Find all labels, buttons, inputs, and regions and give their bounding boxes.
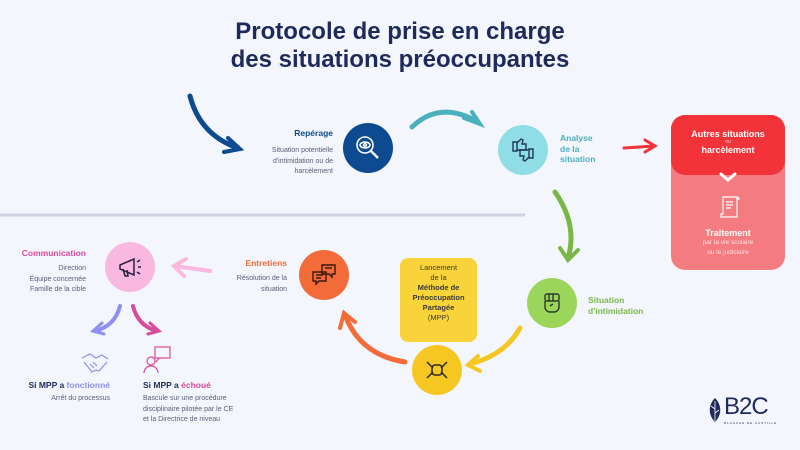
reperage-desc: d'intimidation ou de bbox=[272, 157, 333, 165]
title-line-1: Protocole de prise en charge bbox=[235, 18, 565, 45]
analyse-title: situation bbox=[560, 154, 596, 164]
page-title: Protocole de prise en charge des situati… bbox=[0, 18, 800, 74]
arrow-to-communication bbox=[173, 264, 212, 273]
reperage-title: Repérage bbox=[294, 128, 333, 138]
handshake-icon bbox=[81, 353, 109, 373]
arrow-to-other bbox=[622, 144, 656, 150]
mpp-text: (MPP) bbox=[427, 313, 450, 322]
failure-prefix: Si MPP a bbox=[143, 380, 182, 390]
logo-subtitle: BLANCHE DE CASTILLE bbox=[724, 421, 778, 425]
arrow-to-success bbox=[93, 304, 122, 333]
other-title: Autres situations bbox=[691, 129, 765, 139]
mpp-label: Lancement de la Méthode de Préoccupation… bbox=[400, 258, 477, 342]
mpp-text: Partagée bbox=[422, 303, 455, 312]
thumbs-icon bbox=[498, 125, 548, 175]
chat-bubbles-icon bbox=[299, 250, 349, 300]
reperage-desc: Situation potentielle bbox=[271, 147, 333, 154]
other-ou: ou bbox=[725, 139, 731, 145]
arrow-to-intimidation bbox=[552, 189, 574, 261]
communication-desc: Direction bbox=[58, 265, 86, 272]
intimidation-title: d'intimidation bbox=[588, 306, 644, 316]
outcome-failure: Si MPP a échoué Bascule sur une procédur… bbox=[143, 380, 303, 426]
title-line-2: des situations préoccupantes bbox=[230, 46, 570, 73]
success-word: fonctionné bbox=[66, 380, 110, 390]
success-desc: Arrêt du processus bbox=[51, 395, 110, 402]
communication-desc: Famille de la cible bbox=[29, 286, 86, 293]
step-communication: Communication Direction Équipe concernée… bbox=[0, 248, 86, 296]
other-situations-card: Autres situations ou harcèlement Traitem… bbox=[671, 115, 785, 270]
scroll-document-icon bbox=[720, 196, 740, 218]
success-prefix: Si MPP a bbox=[28, 380, 67, 390]
entretiens-title: Entretiens bbox=[245, 258, 287, 268]
magnifier-icon bbox=[343, 123, 393, 173]
mpp-text: Lancement bbox=[419, 263, 458, 272]
failure-desc: et la Directrice de niveau bbox=[143, 416, 221, 423]
failure-word: échoué bbox=[181, 380, 211, 390]
intimidation-title: Situation bbox=[588, 295, 625, 305]
mpp-text: Préoccupation bbox=[412, 293, 465, 302]
arrow-start bbox=[187, 93, 241, 151]
chevron-down-icon bbox=[719, 172, 737, 182]
analyse-title: de la bbox=[560, 143, 580, 154]
failure-desc: Bascule sur une procédure bbox=[143, 395, 227, 402]
reperage-desc: harcèlement bbox=[294, 168, 333, 175]
person-speech-icon bbox=[143, 346, 171, 374]
communication-title: Communication bbox=[21, 248, 86, 258]
fist-icon bbox=[527, 278, 577, 328]
step-intimidation: Situation d'intimidation bbox=[588, 295, 643, 317]
step-analyse: Analyse de la situation bbox=[560, 133, 595, 165]
outcome-success: Si MPP a fonctionné Arrêt du processus bbox=[20, 380, 110, 405]
step-entretiens: Entretiens Résolution de la situation bbox=[200, 258, 287, 295]
other-title: harcèlement bbox=[701, 145, 755, 155]
arrow-to-entretiens bbox=[342, 312, 408, 365]
communication-desc: Équipe concernée bbox=[29, 275, 86, 283]
b2c-logo: B2C BLANCHE DE CASTILLE bbox=[707, 393, 779, 427]
arrow-to-analyse bbox=[409, 109, 481, 130]
treatment-desc: ou le judiciaire bbox=[707, 249, 749, 256]
hands-together-icon bbox=[412, 345, 462, 395]
logo-text: B2C bbox=[724, 393, 769, 420]
leaf-icon bbox=[709, 398, 721, 422]
arrow-to-mpp bbox=[467, 325, 523, 367]
analyse-title: Analyse bbox=[560, 133, 593, 143]
mpp-text: Méthode de bbox=[417, 283, 460, 292]
entretiens-desc: situation bbox=[260, 285, 287, 293]
treatment-desc: par la vie scolaire bbox=[702, 239, 754, 246]
step-reperage: Repérage Situation potentielle d'intimid… bbox=[230, 128, 333, 178]
failure-desc: disciplinaire pilotée par le CE bbox=[143, 405, 234, 413]
entretiens-desc: Résolution de la bbox=[236, 275, 287, 282]
arrow-to-failure bbox=[131, 304, 159, 333]
megaphone-icon bbox=[105, 242, 155, 292]
treatment-title: Traitement bbox=[705, 228, 751, 238]
mpp-text: de la bbox=[430, 273, 447, 282]
